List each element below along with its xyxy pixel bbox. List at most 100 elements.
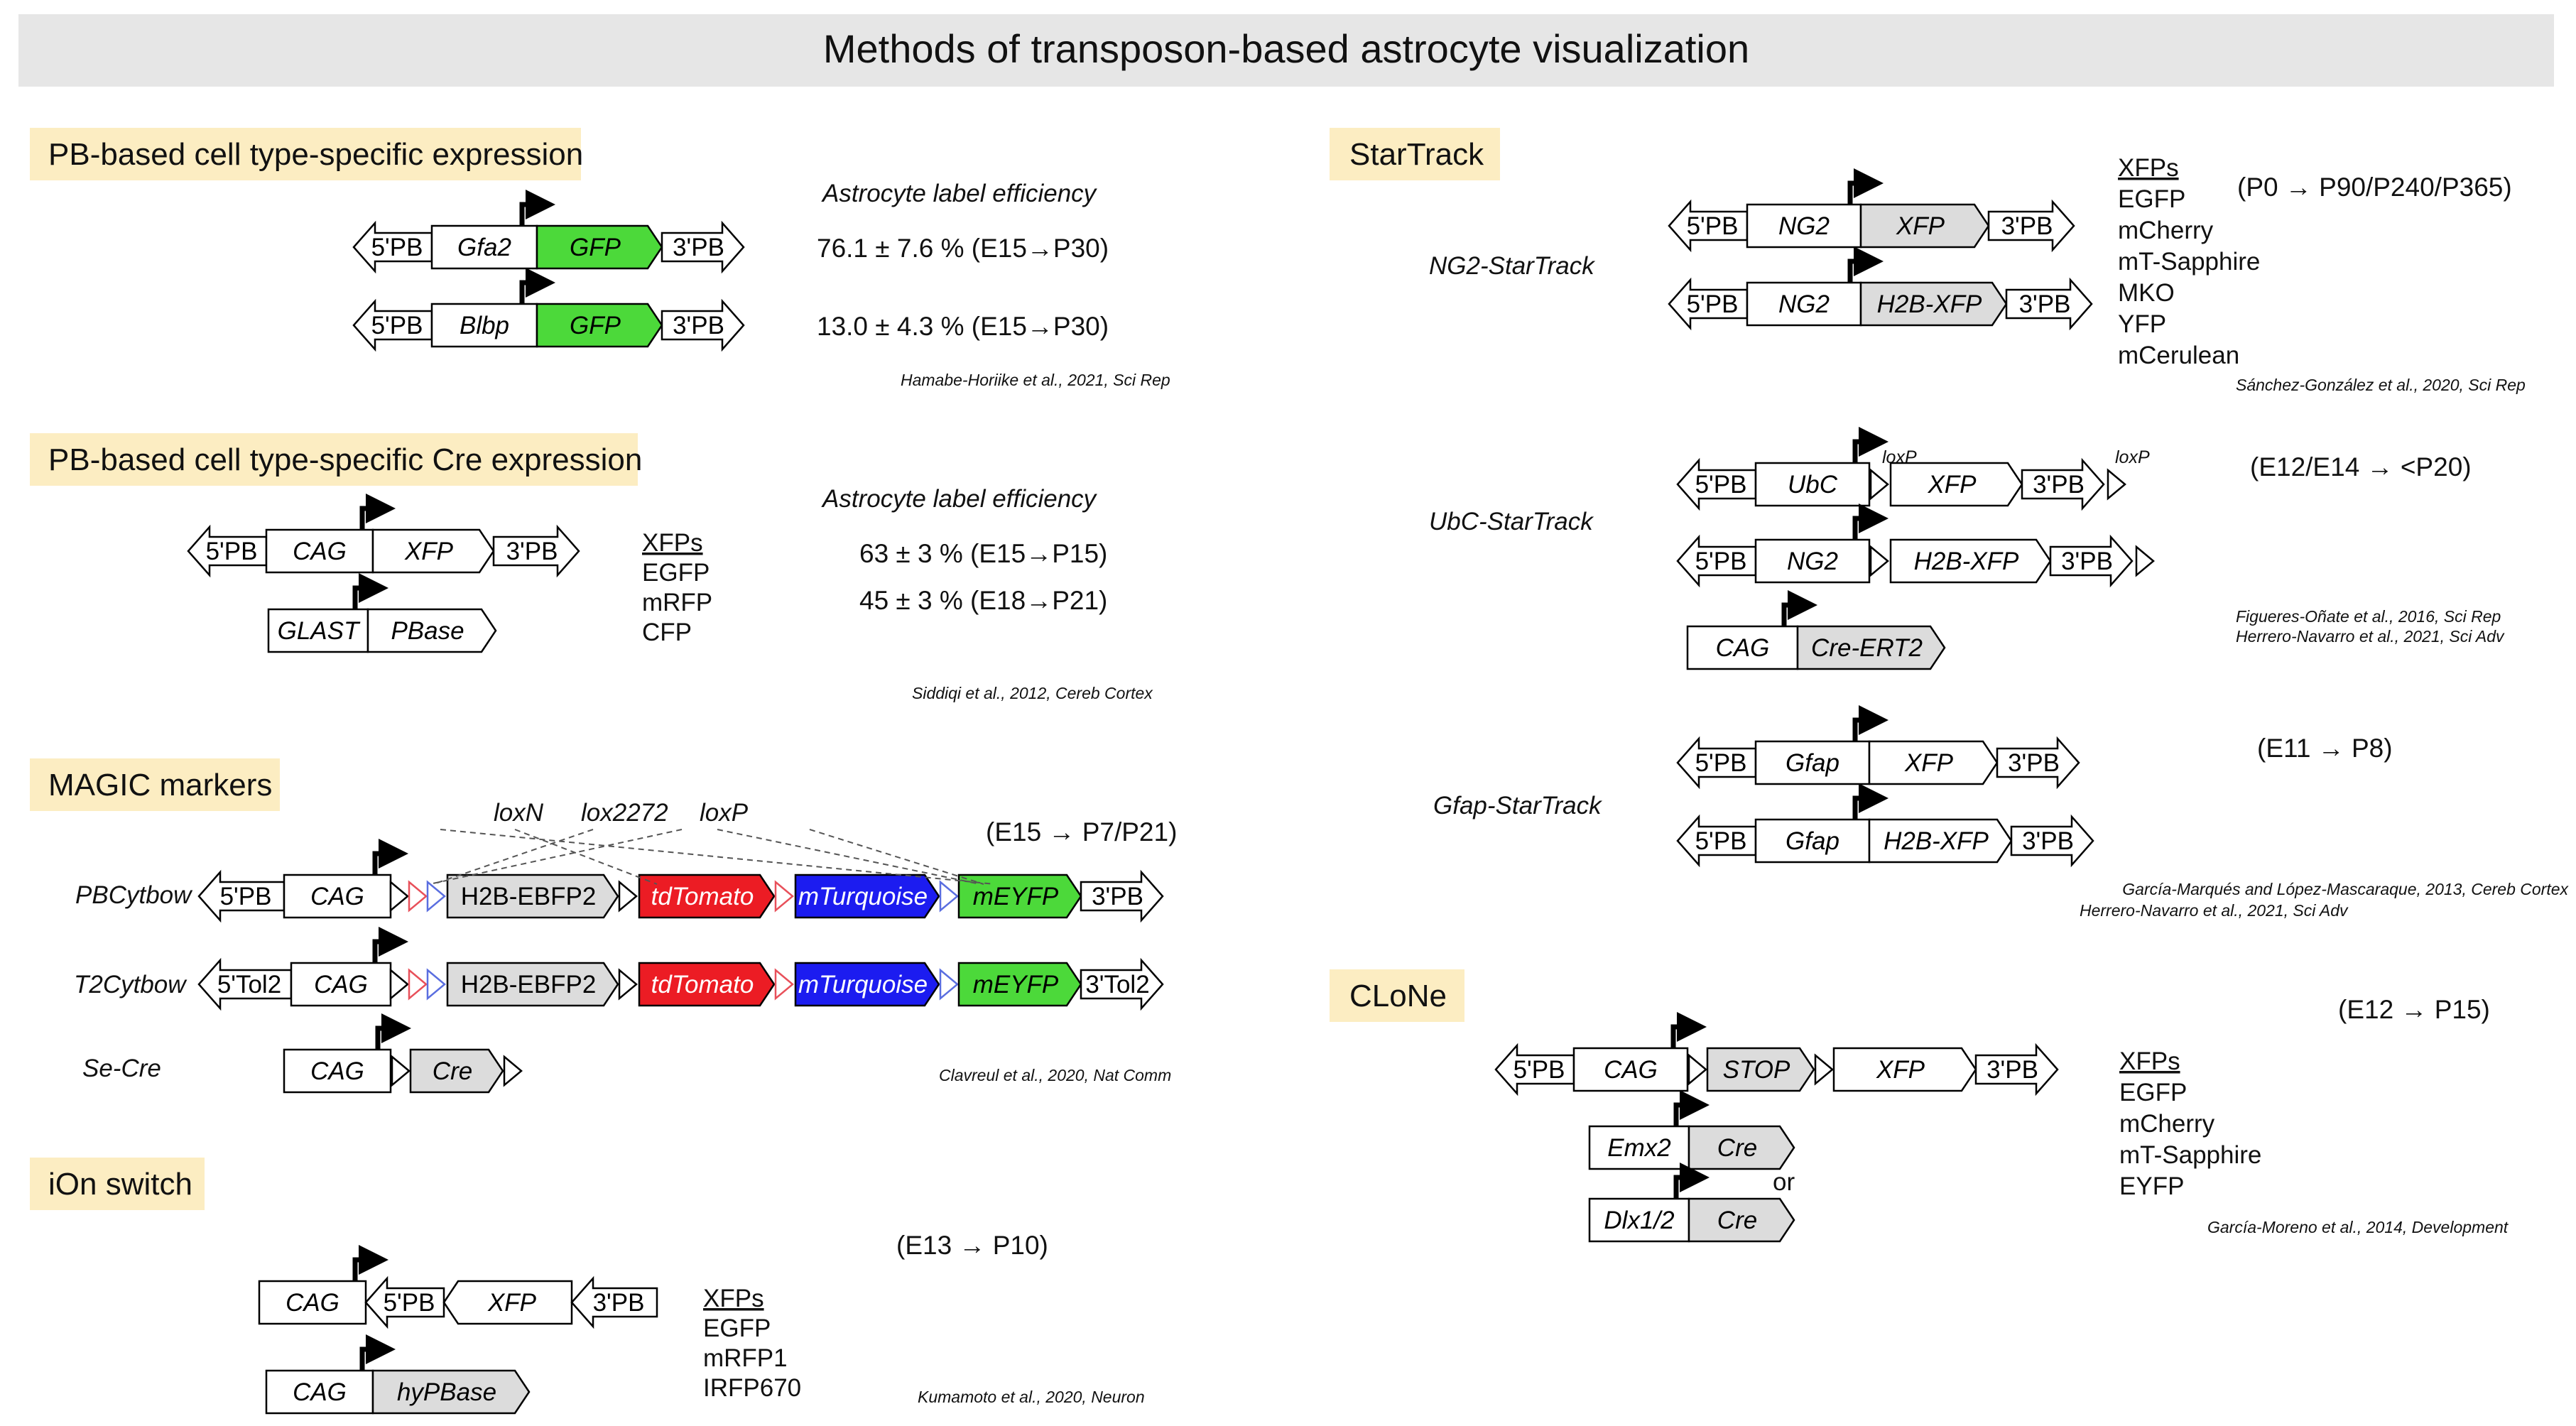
promoter-arrow-icon — [1852, 427, 1888, 463]
construct-part-cre — [409, 1048, 504, 1094]
ion-xfp-egfp: EGFP — [703, 1315, 771, 1342]
promoter-arrow-icon — [359, 1334, 396, 1371]
construct-part-label: H2B-EBFP2 — [461, 883, 597, 910]
construct-part-5-pb — [1676, 534, 1757, 588]
construct-part-label: UbC — [1788, 471, 1838, 499]
construct-part-cag — [283, 873, 392, 919]
construct-part-5-pb — [197, 869, 286, 923]
gfap-timing: (E11 → P8) — [2257, 734, 2393, 763]
pb-specific-eff-2: 13.0 ± 4.3 % (E15→P30) — [817, 312, 1109, 341]
construct-part-cre — [1688, 1197, 1795, 1243]
construct-part-label: 3'PB — [2061, 548, 2113, 575]
construct-part-h2b-xfp — [1859, 281, 2008, 327]
gfap-ref-1: García-Marqués and López-Mascaraque, 201… — [2122, 880, 2569, 898]
header-bar — [18, 14, 2554, 87]
ubc-startrack-label: UbC-StarTrack — [1429, 508, 1594, 535]
construct-part-h2b-xfp — [1868, 818, 2013, 864]
construct-part-5-pb — [1668, 277, 1749, 331]
construct-part-label: 3'PB — [1092, 883, 1143, 910]
lox-site — [1688, 1053, 1707, 1086]
promoter-arrow-icon — [1673, 1090, 1710, 1126]
clone-xfps-heading: XFPs — [2119, 1047, 2180, 1075]
construct-part-label: 5'PB — [1687, 212, 1739, 240]
magic-row-label-pbcytbow: PBCytbow — [75, 881, 193, 909]
construct-part-label: XFP — [1927, 471, 1977, 499]
section-bg-magic — [30, 758, 280, 811]
lox-site — [389, 880, 409, 913]
construct-part-label: 5'PB — [1687, 290, 1739, 318]
construct-part-gfp — [536, 303, 663, 348]
construct-part-label: PBase — [391, 617, 464, 645]
construct-part-label: tdTomato — [651, 971, 754, 998]
construct-part-label: CAG — [293, 538, 347, 565]
construct-part-3-pb — [2005, 277, 2093, 331]
construct-part-label: 5'PB — [1695, 827, 1747, 855]
construct-part-label: CAG — [1716, 634, 1770, 662]
section-heading-ion: iOn switch — [48, 1167, 192, 1202]
lox-site — [618, 880, 638, 913]
clone-timing: (E12 → P15) — [2338, 995, 2490, 1024]
construct-part-xfp — [371, 528, 495, 574]
promoter-arrow-icon — [1852, 504, 1888, 540]
construct-part-xfp — [1832, 1047, 1977, 1092]
construct-part-label: 5'PB — [220, 883, 272, 910]
construct-part-label: CAG — [310, 1057, 364, 1085]
construct-part-3-pb — [1080, 869, 1164, 923]
construct-part-5-pb — [364, 1275, 445, 1329]
construct-part-label: XFP — [1904, 749, 1954, 777]
pb-cre-xfp-mrfp: mRFP — [642, 589, 712, 616]
clone-xfp-egfp: EGFP — [2119, 1079, 2187, 1106]
ng2-ref: Sánchez-González et al., 2020, Sci Rep — [2236, 376, 2526, 394]
construct-part-xfp — [1859, 203, 1990, 249]
ng2-xfp-egfp: EGFP — [2118, 185, 2185, 213]
section-heading-pb-cre: PB-based cell type-specific Cre expressi… — [48, 442, 642, 477]
construct-part-label: mEYFP — [973, 883, 1059, 910]
ubc-timing: (E12/E14 → <P20) — [2250, 452, 2472, 481]
lox-site — [774, 880, 794, 913]
construct-part-5-pb — [352, 298, 433, 352]
construct-part-5-pb — [1676, 457, 1757, 511]
section-bg-ion — [30, 1158, 205, 1210]
construct-part-label: hyPBase — [397, 1378, 496, 1406]
pb-cre-eff-1: 63 ± 3 % (E15→P15) — [859, 539, 1107, 568]
construct-part-label: 3'PB — [506, 538, 558, 565]
lox-site — [1869, 468, 1889, 501]
clone-xfp-mcherry: mCherry — [2119, 1110, 2215, 1138]
promoter-arrow-icon — [519, 190, 555, 226]
pb-cre-xfp-egfp: EGFP — [642, 559, 710, 587]
lox-site — [391, 1055, 411, 1087]
construct-part-5-pb — [1494, 1043, 1575, 1096]
construct-part-label: Dlx1/2 — [1604, 1207, 1674, 1234]
construct-part-3-pb — [570, 1275, 658, 1329]
page-title: Methods of transposon-based astrocyte vi… — [823, 26, 1749, 71]
construct-part-hypbase — [371, 1369, 531, 1415]
construct-part-3-tol2 — [1080, 957, 1164, 1011]
ion-ref: Kumamoto et al., 2020, Neuron — [918, 1388, 1145, 1406]
ubc-ref-2: Herrero-Navarro et al., 2021, Sci Adv — [2236, 627, 2505, 646]
construct-part-5-tol2 — [197, 957, 293, 1011]
lox-site — [503, 1055, 523, 1087]
construct-part-label: 3'PB — [2033, 471, 2085, 499]
lox-site — [426, 968, 446, 1001]
construct-part-pbase — [366, 608, 497, 653]
construct-part-label: 5'Tol2 — [217, 971, 281, 998]
construct-part-label: XFP — [404, 538, 454, 565]
magic-ref: Clavreul et al., 2020, Nat Comm — [939, 1066, 1171, 1084]
magic-row-label-t2cytbow: T2Cytbow — [74, 971, 188, 998]
section-bg-startrack — [1330, 128, 1500, 180]
pb-cre-xfps-heading: XFPs — [642, 529, 703, 557]
construct-part-label: H2B-XFP — [1884, 827, 1989, 855]
ion-xfps-heading: XFPs — [703, 1285, 764, 1312]
magic-timing: (E15 → P7/P21) — [986, 817, 1177, 847]
construct-part-xfp — [442, 1280, 573, 1325]
construct-part-label: 5'PB — [1513, 1056, 1565, 1084]
construct-part-meyfp — [957, 873, 1082, 919]
construct-part-5-pb — [1676, 814, 1757, 868]
lox-connector-line — [514, 829, 658, 885]
construct-part-3-pb — [2049, 534, 2134, 588]
lox-site — [408, 880, 428, 913]
construct-part-5-pb — [1676, 736, 1757, 790]
section-heading-pb-specific: PB-based cell type-specific expression — [48, 137, 583, 172]
